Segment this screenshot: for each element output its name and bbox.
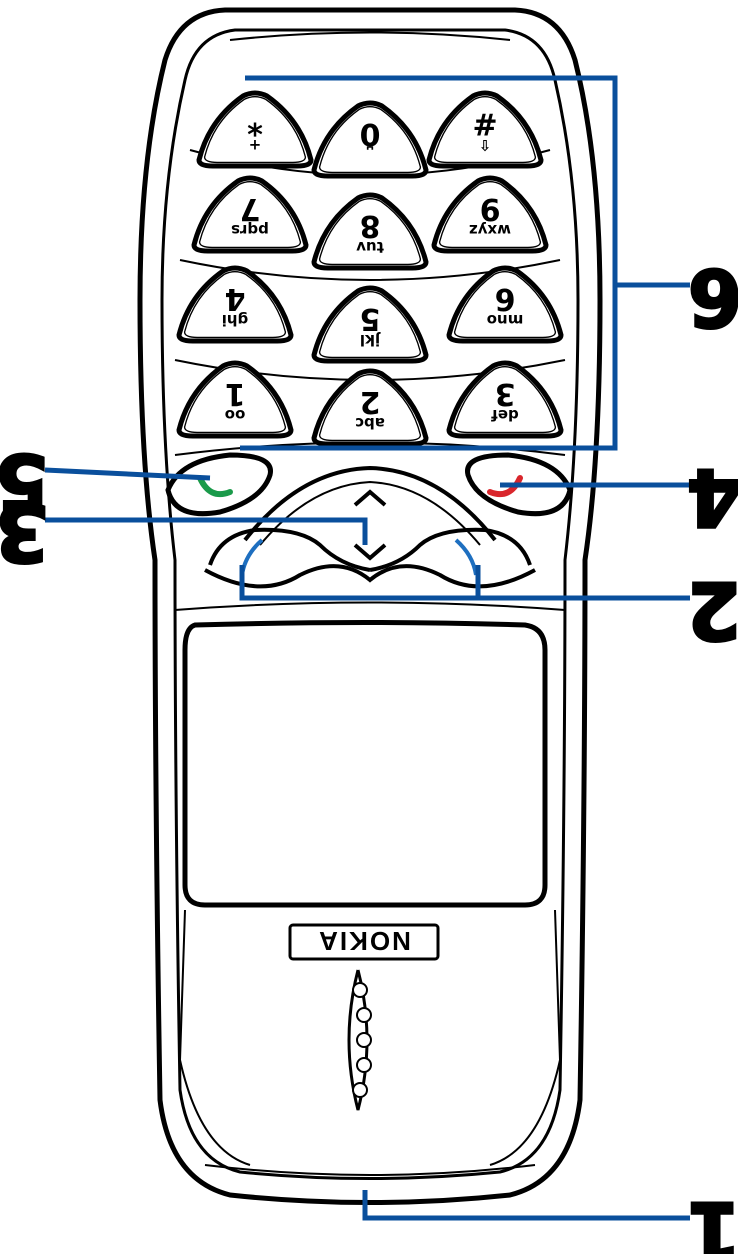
- call-key-icon: [197, 475, 233, 498]
- phone-body-outline: [137, 7, 603, 1205]
- callout-line-3: [45, 517, 368, 545]
- callout-numbers: 6 5 4 3 2 1: [0, 250, 738, 1254]
- key-digit: 8: [360, 208, 381, 243]
- callout-4: 4: [687, 451, 738, 541]
- callout-line-6: [240, 75, 618, 451]
- key-inner-rim: [183, 271, 287, 339]
- key-digit: 5: [360, 301, 381, 336]
- key-letters: ⎵: [366, 145, 374, 164]
- scroll-up-arrow-icon: [353, 489, 387, 507]
- key-shape: [176, 265, 294, 344]
- callout-line-5: [44, 467, 211, 481]
- key-inner-rim: [203, 96, 307, 164]
- key-inner-rim: [183, 366, 287, 434]
- key-shape: [311, 192, 429, 271]
- earpiece-slots: [347, 969, 372, 1111]
- key-inner-rim: [453, 271, 557, 339]
- callout-1: 1: [687, 1184, 738, 1254]
- callout-2: 2: [687, 564, 738, 654]
- key-letters: jkl: [360, 331, 381, 349]
- earpiece-slot: [356, 1007, 372, 1023]
- bottom-cover: [178, 909, 562, 1176]
- key-10[interactable]: 1oo: [176, 360, 294, 439]
- key-inner-rim: [433, 96, 537, 164]
- key-digit: *: [247, 106, 263, 141]
- scroll-key[interactable]: [243, 465, 497, 561]
- key-shape: [431, 175, 549, 254]
- key-shape: [446, 360, 564, 439]
- earpiece-slot: [356, 1032, 372, 1048]
- key-inner-rim: [318, 291, 422, 359]
- callout-3: 3: [0, 486, 49, 576]
- callout-line-1: [362, 1190, 690, 1221]
- brand-logo: NOKIA: [288, 923, 440, 961]
- key-shape: [311, 368, 429, 447]
- key-inner-rim: [318, 374, 422, 442]
- key-shape: [191, 175, 309, 254]
- callout-lines: [44, 75, 690, 1221]
- right-selection-icon: [454, 538, 478, 576]
- callout-5: 5: [0, 436, 49, 526]
- key-inner-rim: [318, 198, 422, 266]
- key-letters: ghi: [222, 311, 249, 329]
- callout-6: 6: [688, 251, 738, 341]
- display: [174, 601, 566, 908]
- key-letters: wxyz: [469, 221, 511, 239]
- key-inner-rim: [318, 106, 422, 174]
- key-letters: abc: [355, 414, 385, 432]
- key-letters: ⇧: [479, 136, 492, 154]
- key-inner-rim: [453, 366, 557, 434]
- left-selection-key[interactable]: [208, 527, 371, 572]
- key-inner-rim: [438, 181, 542, 249]
- earpiece-slot: [356, 1057, 372, 1073]
- callout-line-2: [239, 565, 481, 601]
- key-letters: oo: [225, 406, 246, 424]
- phone-body-inner: [160, 28, 580, 1180]
- key-3[interactable]: #⇧: [426, 90, 544, 169]
- selection-keys[interactable]: [204, 527, 536, 589]
- key-letters: pqrs: [231, 221, 269, 239]
- key-digit: 1: [225, 376, 246, 411]
- call-key[interactable]: [165, 452, 273, 517]
- earpiece-slot: [352, 982, 368, 998]
- earpiece-slot: [352, 1082, 368, 1098]
- key-shape: [176, 360, 294, 439]
- key-shape: [446, 265, 564, 344]
- key-digit: 6: [495, 281, 516, 316]
- key-letters: def: [491, 406, 519, 424]
- top-bezel: [229, 31, 511, 41]
- key-digit: 9: [480, 191, 501, 226]
- key-letters: +: [249, 136, 262, 154]
- scroll-down-arrow-icon: [353, 543, 387, 561]
- key-shape: [311, 285, 429, 364]
- key-2[interactable]: 0⎵: [311, 100, 429, 179]
- key-digit: 3: [495, 376, 516, 411]
- svg-text:NOKIA: NOKIA: [317, 926, 411, 956]
- right-selection-key[interactable]: [369, 527, 532, 572]
- key-1[interactable]: *+: [196, 90, 314, 169]
- key-letters: tuv: [356, 238, 384, 256]
- key-shape: [196, 90, 314, 169]
- key-shape: [311, 100, 429, 179]
- key-digit: 4: [225, 281, 246, 316]
- key-digit: 0: [360, 116, 381, 151]
- key-inner-rim: [198, 181, 302, 249]
- key-digit: 7: [240, 191, 261, 226]
- key-letters: mno: [487, 311, 524, 329]
- end-key-icon: [487, 475, 523, 498]
- key-digit: 2: [360, 384, 381, 419]
- key-digit: #: [472, 106, 497, 141]
- key-shape: [426, 90, 544, 169]
